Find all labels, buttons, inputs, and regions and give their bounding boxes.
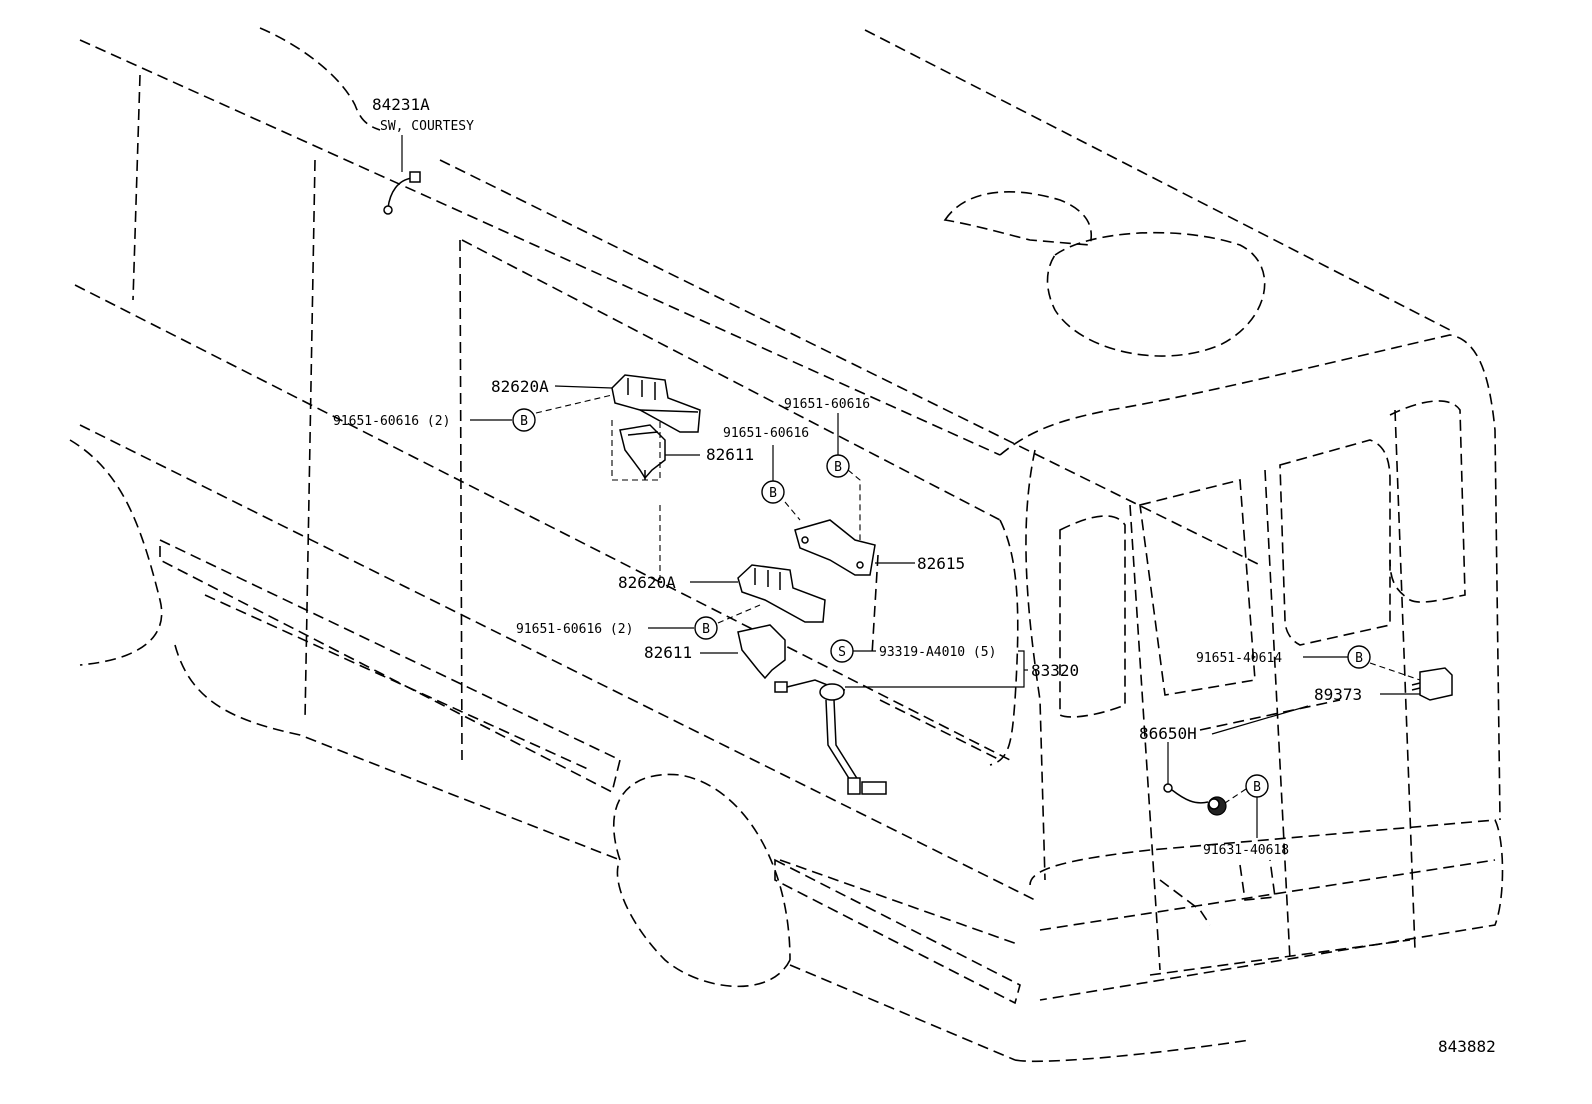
wire-harness [774, 679, 887, 795]
leader-lines [401, 135, 1421, 838]
label-relay-block-lower: 82620A [618, 573, 676, 592]
svg-text:B: B [834, 460, 842, 475]
callout-b-upper-left: B [512, 408, 536, 432]
rear-unit [1411, 667, 1453, 701]
figure-number: 843882 [1438, 1037, 1496, 1056]
van-body-outline [69, 27, 1504, 1063]
label-harness: 83320 [1031, 661, 1079, 680]
label-bolt-rear: 91651-40614 [1196, 651, 1282, 666]
label-courtesy-switch-name: SW, COURTESY [380, 119, 474, 134]
label-courtesy-switch-part: 84231A [372, 95, 430, 114]
label-rear-unit: 89373 [1314, 685, 1362, 704]
bracket-lower [737, 624, 786, 680]
callout-b-middle: B [761, 480, 785, 504]
svg-text:B: B [769, 486, 777, 501]
callout-s-screw: S [830, 639, 854, 663]
label-screw: 93319-A4010 (5) [879, 645, 996, 660]
buzzer [1163, 783, 1227, 816]
callout-b-buzzer: B [1245, 774, 1269, 798]
label-bolt-buzzer: 91631-40618 [1203, 843, 1289, 858]
label-bracket-upper: 82611 [706, 445, 754, 464]
bracket-plate [794, 519, 876, 576]
label-bolt-upper-right: 91651-60616 [784, 397, 870, 412]
svg-text:B: B [1253, 780, 1261, 795]
relay-block-upper [611, 374, 701, 433]
svg-text:B: B [520, 414, 528, 429]
label-bolt-middle: 91651-60616 [723, 426, 809, 441]
label-bolt-lower-left: 91651-60616 (2) [516, 622, 633, 637]
label-bracket-plate: 82615 [917, 554, 965, 573]
label-buzzer: 86650H [1139, 724, 1197, 743]
callout-b-rear: B [1347, 645, 1371, 669]
courtesy-switch [383, 171, 421, 215]
label-bolt-upper-left: 91651-60616 (2) [333, 414, 450, 429]
svg-text:B: B [1355, 651, 1363, 666]
svg-text:B: B [702, 622, 710, 637]
label-bracket-lower: 82611 [644, 643, 692, 662]
bracket-upper [619, 424, 666, 480]
label-relay-block-upper: 82620A [491, 377, 549, 396]
part-labels: 84231A SW, COURTESY 82620A 91651-60616 (… [333, 95, 1496, 1056]
callout-b-upper-right: B [826, 454, 850, 478]
relay-block-lower [737, 564, 826, 623]
svg-text:S: S [838, 645, 846, 660]
callout-b-lower-left: B [694, 616, 718, 640]
